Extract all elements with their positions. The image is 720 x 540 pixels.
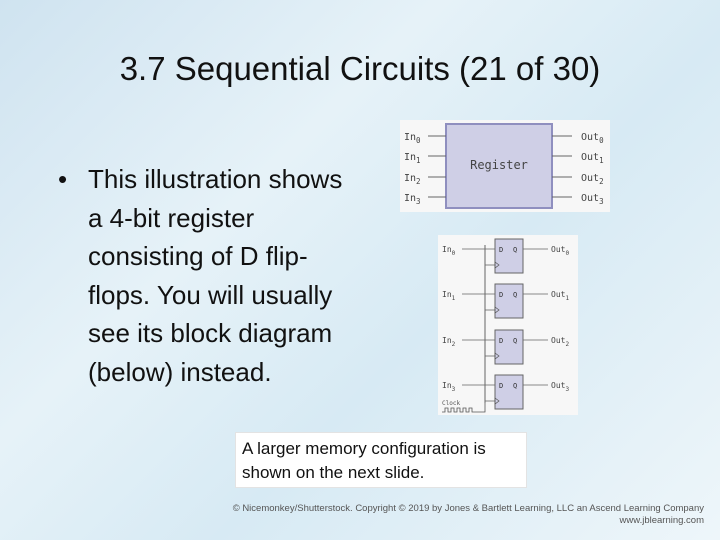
ff-input-label: In3 xyxy=(442,381,456,393)
footer-copyright: © Nicemonkey/Shutterstock. Copyright © 2… xyxy=(232,503,704,514)
ff-clock-triangle xyxy=(494,306,500,314)
ff-output-label: Out0 xyxy=(551,245,569,257)
ff-clock-triangle xyxy=(494,397,500,405)
bullet-point: • This illustration shows a 4-bit regist… xyxy=(58,160,358,391)
ff-d-label: D xyxy=(499,337,503,345)
ff-d-label: D xyxy=(499,291,503,299)
d-flipflop xyxy=(494,238,524,274)
register-output-label: Out0 xyxy=(581,132,604,145)
ff-clock-triangle xyxy=(494,261,500,269)
ff-input-label: In0 xyxy=(442,245,456,257)
ff-q-label: Q xyxy=(513,382,517,390)
ff-q-label: Q xyxy=(513,246,517,254)
register-input-label: In3 xyxy=(404,193,421,206)
ff-q-label: Q xyxy=(513,337,517,345)
register-input-label: In0 xyxy=(404,132,421,145)
caption-box: A larger memory configuration is shown o… xyxy=(235,432,527,488)
ff-input-label: In2 xyxy=(442,336,456,348)
register-input-label: In2 xyxy=(404,173,421,186)
ff-d-label: D xyxy=(499,246,503,254)
ff-output-label: Out2 xyxy=(551,336,569,348)
slide-title: 3.7 Sequential Circuits (21 of 30) xyxy=(119,50,601,87)
ff-output-label: Out1 xyxy=(551,290,569,302)
register-output-label: Out3 xyxy=(581,193,604,206)
footer-credit: © Nicemonkey/Shutterstock. Copyright © 2… xyxy=(233,503,704,527)
register-box xyxy=(445,123,553,209)
register-output-label: Out2 xyxy=(581,173,604,186)
footer-url: www.jblearning.com xyxy=(619,515,704,526)
bullet-text: This illustration shows a 4-bit register… xyxy=(88,164,343,387)
register-input-label: In1 xyxy=(404,152,421,165)
register-label: Register xyxy=(470,158,528,172)
register-output-label: Out1 xyxy=(581,152,604,165)
d-flipflop xyxy=(494,374,524,410)
d-flipflop xyxy=(494,283,524,319)
ff-input-label: In1 xyxy=(442,290,456,302)
d-flipflop xyxy=(494,329,524,365)
clock-label: Clock xyxy=(442,400,460,407)
ff-d-label: D xyxy=(499,382,503,390)
ff-q-label: Q xyxy=(513,291,517,299)
ff-output-label: Out3 xyxy=(551,381,569,393)
bullet-marker: • xyxy=(58,164,68,194)
clock-waveform xyxy=(442,403,486,413)
ff-clock-triangle xyxy=(494,352,500,360)
